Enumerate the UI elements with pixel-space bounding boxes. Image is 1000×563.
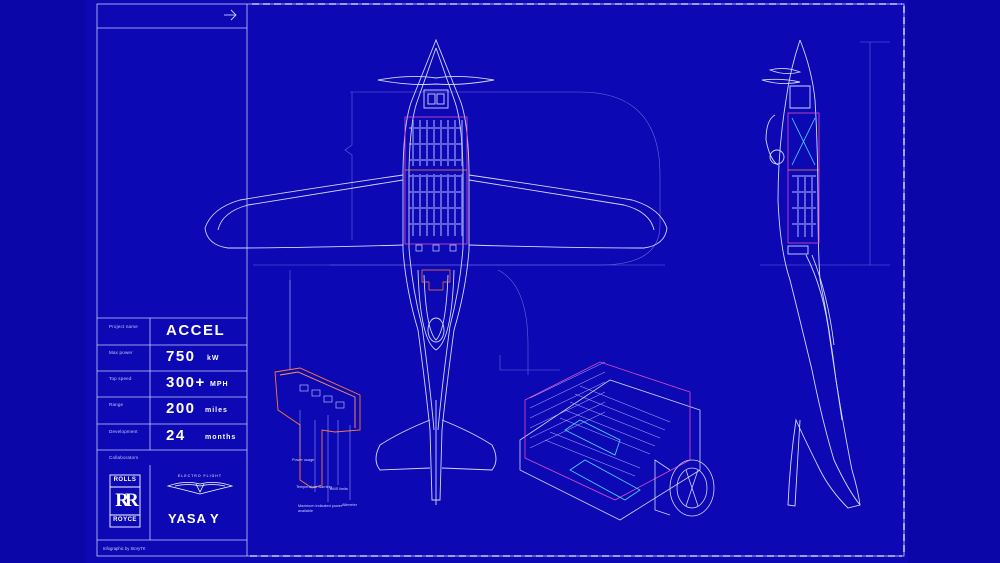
left-margin [0, 0, 86, 563]
rolls-royce-monogram: RR [115, 490, 138, 511]
speed-unit: MPH [210, 381, 229, 388]
battery-cells-rear [409, 174, 463, 236]
callout-bms-limits: BMS limits [330, 487, 348, 491]
credit-text: Infographic by StoryTK [103, 546, 146, 551]
right-margin [908, 0, 1000, 563]
battery-cells-side [792, 175, 816, 237]
callout-max-power: Maximum indicated power available [298, 504, 343, 513]
range-value: 200 [166, 400, 196, 417]
top-view-details [415, 244, 457, 291]
yasa-mark-icon: Y [209, 511, 220, 526]
blueprint-frame [96, 3, 905, 557]
battery-modules-side [787, 112, 820, 244]
range-label: Range [109, 402, 124, 407]
dashed-border [250, 3, 905, 557]
speed-label: Top speed [109, 376, 132, 381]
collaborators-label: Collaborators [109, 455, 139, 460]
development-label: Development [109, 429, 138, 434]
rolls-royce-top-text: ROLLS [113, 477, 137, 483]
aircraft-side-view [761, 39, 861, 509]
battery-modules-top [404, 116, 468, 245]
instrument-panel [274, 280, 361, 502]
speed-value: 300+ [166, 374, 206, 391]
project-value: ACCEL [166, 322, 226, 339]
development-unit: months [205, 434, 237, 441]
yasa-text: YASA [168, 511, 207, 526]
power-label: Max power [109, 350, 133, 355]
range-unit: miles [205, 407, 228, 414]
rolls-royce-logo [109, 474, 141, 528]
power-unit: kW [207, 355, 220, 362]
callout-temperature: Temperature warning [296, 485, 332, 489]
project-label: Project name [109, 324, 138, 329]
arrow-right-icon [224, 9, 237, 21]
electroflight-text: ELECTRO FLIGHT [178, 474, 222, 478]
callout-altimeter: Altimeter [342, 503, 357, 507]
battery-pack-isometric [519, 361, 715, 521]
rolls-royce-bottom-text: ROYCE [113, 517, 137, 523]
battery-cells-front [409, 120, 463, 166]
power-value: 750 [166, 348, 196, 365]
electroflight-wings-logo [166, 482, 234, 495]
development-value: 24 [166, 427, 186, 444]
aircraft-top-view [204, 38, 668, 505]
callout-power-usage: Power usage [292, 458, 315, 462]
